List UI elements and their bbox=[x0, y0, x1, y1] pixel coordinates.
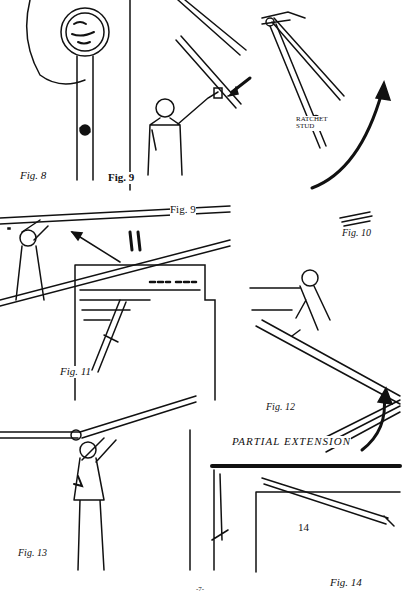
figure-caption: Fig. 11 bbox=[60, 366, 91, 378]
figure-caption: Fig. 10 bbox=[342, 228, 371, 239]
figure-caption: Fig. 14 bbox=[330, 577, 362, 589]
figure-caption: Fig. 13 bbox=[18, 548, 47, 559]
figure-caption: 14 bbox=[298, 522, 309, 534]
figure-caption: Fig. 9 bbox=[108, 172, 134, 184]
figure-caption: Fig. 9 bbox=[170, 204, 196, 216]
figure-caption: Fig. 12 bbox=[266, 402, 295, 413]
part-label: RATCHET STUD bbox=[296, 116, 336, 131]
figure-caption: PARTIAL EXTENSION bbox=[232, 436, 351, 448]
figure-caption: -7- bbox=[196, 586, 204, 593]
figure-caption: Fig. 8 bbox=[20, 170, 46, 182]
